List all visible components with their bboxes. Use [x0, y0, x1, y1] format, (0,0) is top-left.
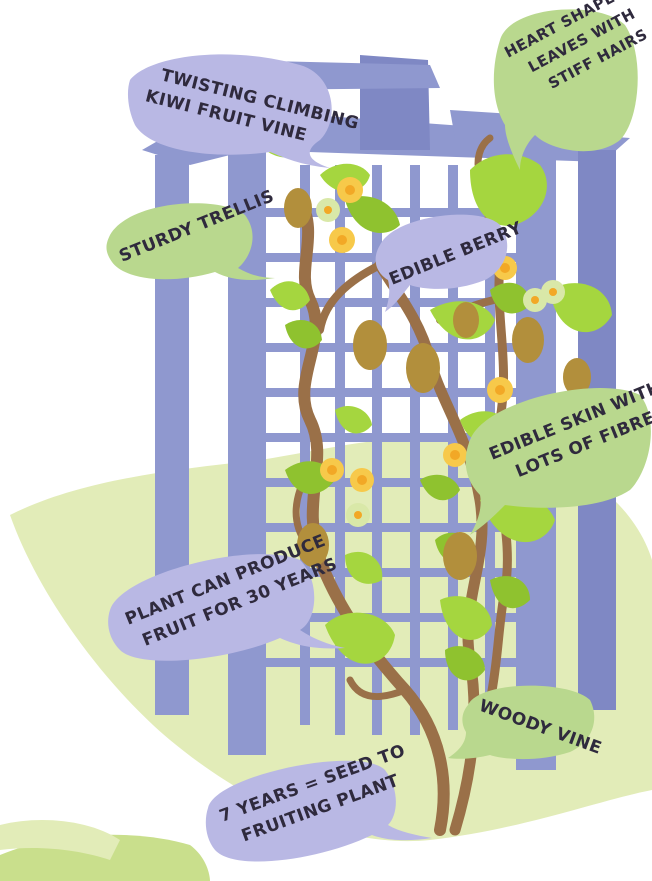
bubble-heart-leaves: HEART SHAPED LEAVES WITH STIFF HAIRS — [494, 0, 652, 170]
